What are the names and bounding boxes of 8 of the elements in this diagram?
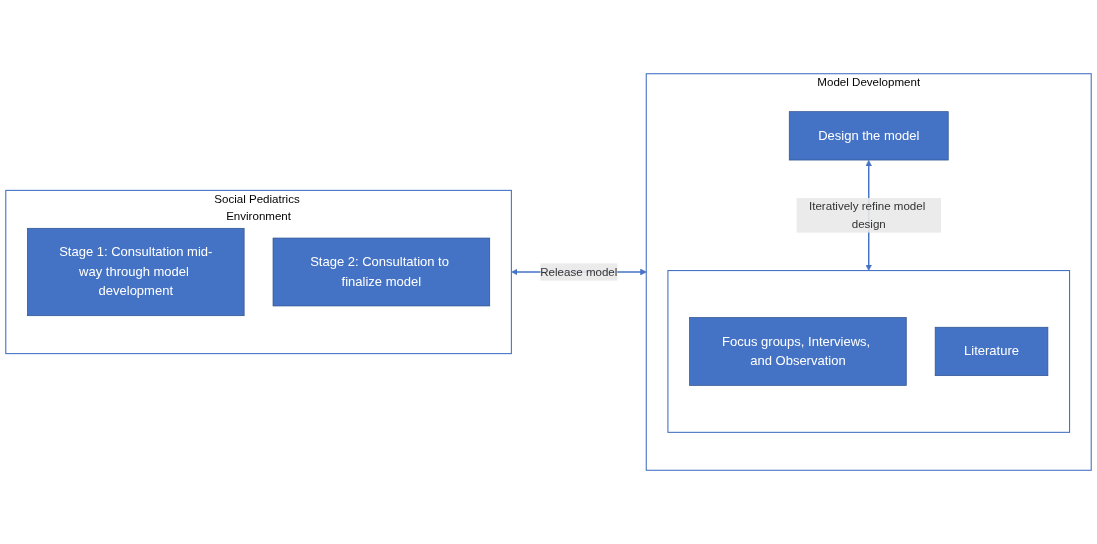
node-box: Design the model [788,111,949,161]
edge-label: Iteratively refine model design [809,200,926,230]
edge-label: Release model [540,265,618,278]
node-box: Literature [934,326,1049,376]
node-box: Focus groups, Interviews, and Observation [689,317,907,386]
node-box: Stage 1: Consultation mid-way through model development [27,227,245,317]
cluster [667,270,1071,433]
node-box: Stage 2: Consultation to finalize model [272,237,491,307]
